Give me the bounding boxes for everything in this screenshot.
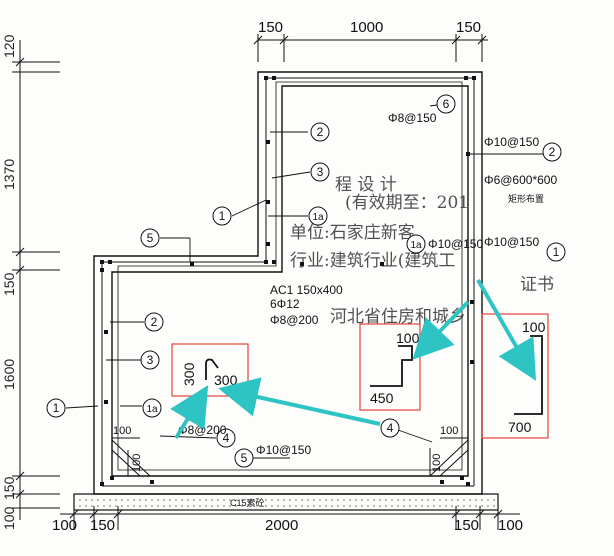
svg-text:1a: 1a [410, 240, 422, 251]
marker-1a-top: 1a [308, 206, 328, 226]
dim-bottom-1: 100 [52, 517, 77, 534]
dim-left-1: 120 [1, 34, 17, 58]
svg-text:1: 1 [53, 401, 60, 415]
rebar-label-mesh-note: 矩形布置 [508, 193, 544, 204]
svg-text:1a: 1a [312, 212, 324, 223]
marker-3-left: 3 [140, 350, 160, 370]
watermark-line-3: 单位:石家庄新客 [290, 223, 415, 243]
marker-1-right: 1 [546, 242, 566, 262]
detail-c-top: 100 [522, 319, 546, 335]
top-dimension [253, 34, 488, 62]
bar-markers [100, 76, 476, 486]
arrow-to-detail-a-right [218, 377, 381, 426]
column-name: AC1 150x400 [270, 283, 343, 297]
rebar-label-6: Φ8@150 [388, 111, 437, 125]
watermark-line-2: (有效期至：201 [345, 193, 469, 213]
svg-text:5: 5 [147, 231, 154, 245]
concrete-label: C15素砼 [230, 497, 265, 508]
dim-left-6: 100 [1, 506, 17, 530]
dim-bottom-2: 150 [90, 517, 115, 534]
svg-text:3: 3 [317, 165, 324, 179]
rebar-label-mid: Φ10@150 [428, 237, 483, 251]
dim-top-2: 1000 [350, 19, 383, 36]
watermark-line-5: 证书 [520, 275, 554, 295]
arrow-to-detail-c [476, 279, 536, 381]
detail-a-vertical: 300 [181, 362, 197, 386]
svg-text:1a: 1a [146, 404, 158, 415]
dim-left-3: 150 [1, 272, 17, 296]
dim-bottom-3: 2000 [265, 517, 298, 534]
svg-text:2: 2 [317, 125, 324, 139]
svg-text:1: 1 [553, 245, 560, 259]
rebar-label-top-right: Φ10@150 [484, 135, 539, 149]
marker-1-left: 1 [46, 398, 66, 418]
column-stirrup: Φ8@200 [270, 313, 319, 327]
detail-box-c: 100 700 [481, 313, 549, 439]
bottom-dimension [60, 506, 520, 530]
marker-2-right: 2 [542, 142, 562, 162]
marker-6: 6 [436, 94, 456, 114]
arrow-to-detail-a-left [170, 385, 209, 440]
svg-text:4: 4 [223, 431, 230, 445]
rebar-label-mid2: Φ10@150 [484, 235, 539, 249]
svg-text:6: 6 [443, 97, 450, 111]
marker-5-bottom: 5 [234, 448, 254, 468]
dim-top-1: 150 [258, 19, 283, 36]
dim-bottom-4: 150 [454, 517, 479, 534]
arrow-to-detail-b [412, 300, 470, 360]
corner-dim-right-h: 100 [440, 425, 458, 437]
marker-1a-mid: 1a [406, 234, 426, 254]
svg-text:5: 5 [241, 451, 248, 465]
dim-left-2: 1370 [1, 159, 17, 190]
corner-dim-left-v: 100 [131, 454, 143, 472]
detail-c-bottom: 700 [508, 419, 532, 435]
concrete-base: C15素砼 [73, 493, 499, 511]
detail-box-b: 100 450 [359, 323, 421, 411]
corner-dim-right-v: 100 [431, 454, 443, 472]
dim-top-3: 150 [456, 19, 481, 36]
corner-haunches [111, 437, 469, 477]
dim-left-5: 150 [1, 476, 17, 500]
marker-2-top: 2 [310, 122, 330, 142]
marker-2-left: 2 [144, 312, 164, 332]
marker-1-top: 1 [212, 206, 232, 226]
svg-text:2: 2 [549, 145, 556, 159]
marker-1a-left: 1a [142, 398, 162, 418]
rebar-label-mesh: Φ6@600*600 [484, 173, 557, 187]
column-bars: 6Φ12 [270, 297, 300, 311]
watermark-line-4: 行业:建筑行业(建筑工 [290, 251, 455, 271]
left-dimension [12, 40, 60, 520]
svg-text:4: 4 [387, 421, 394, 435]
rebar-label-bottom: Φ10@150 [256, 443, 311, 457]
detail-b-top: 100 [396, 330, 420, 346]
leader-lines [65, 103, 546, 459]
marker-4-left: 4 [216, 428, 236, 448]
detail-box-a: 300 300 [171, 343, 249, 397]
dim-left-4: 1600 [1, 359, 17, 390]
marker-5-top: 5 [140, 228, 160, 248]
highlight-arrows [170, 279, 536, 440]
marker-4-right: 4 [380, 418, 400, 438]
column-spec: AC1 150x400 6Φ12 Φ8@200 [270, 283, 343, 327]
svg-text:2: 2 [151, 315, 158, 329]
marker-3-top: 3 [310, 162, 330, 182]
corner-dim-left-h: 100 [113, 425, 131, 437]
callout-markers: 6 2 3 1 1a 5 1a 2 3 1 1a 4 5 4 1 2 [46, 94, 566, 468]
watermark-line-1: 程 设 计 [335, 175, 397, 195]
detail-b-bottom: 450 [370, 390, 394, 406]
dim-bottom-5: 100 [498, 517, 523, 534]
svg-text:1: 1 [219, 209, 226, 223]
svg-text:3: 3 [147, 353, 154, 367]
detail-a-horizontal: 300 [214, 372, 238, 388]
